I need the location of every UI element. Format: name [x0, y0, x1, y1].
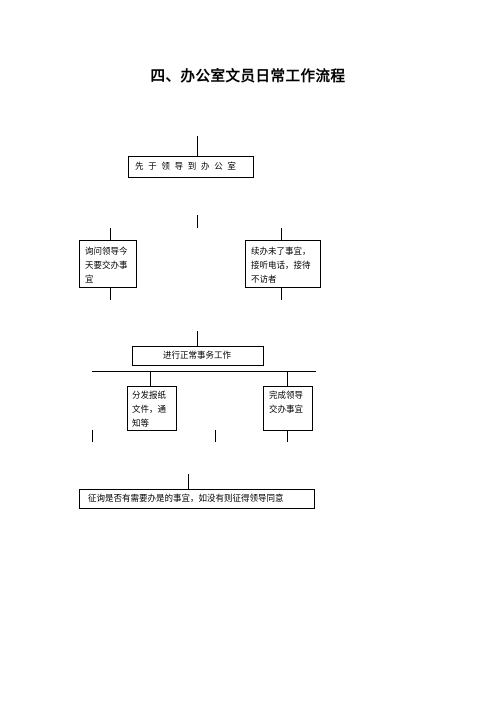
ask-leader-box: 询问领导今天要交办事宜	[79, 240, 137, 288]
complete-assigned-box: 完成领导交办事宜	[263, 386, 313, 431]
complete-assigned-label: 完成领导交办事宜	[269, 391, 304, 415]
connector-line	[92, 430, 93, 442]
connector-line	[287, 371, 288, 386]
connector-line	[281, 228, 282, 247]
connector-line	[150, 371, 151, 386]
connector-line	[92, 371, 316, 372]
connector-line	[215, 430, 216, 442]
page-title: 四、办公室文员日常工作流程	[150, 69, 346, 85]
final-label: 征询是否有需要办是的事宜，如没有则征得领导同意	[88, 494, 284, 504]
start-box: 先 于 领 导 到 办 公 室	[128, 156, 254, 178]
final-box: 征询是否有需要办是的事宜，如没有则征得领导同意	[79, 489, 315, 509]
routine-work-label: 进行正常事务工作	[163, 351, 232, 361]
distribute-label: 分发报纸文件，通知等	[132, 391, 167, 429]
connector-line	[197, 136, 198, 156]
connector-line	[287, 430, 288, 442]
connector-line	[197, 215, 198, 228]
continue-unfinished-label: 续办未了事宜，接听电话，接待不访者	[251, 247, 311, 285]
connector-line	[281, 288, 282, 300]
connector-line	[188, 474, 189, 489]
ask-leader-label: 询问领导今天要交办事宜	[85, 247, 128, 285]
routine-work-box: 进行正常事务工作	[132, 346, 264, 366]
connector-line	[110, 288, 111, 300]
connector-line	[197, 331, 198, 346]
start-label: 先 于 领 导 到 办 公 室	[135, 162, 237, 172]
connector-line	[110, 228, 111, 240]
continue-unfinished-box: 续办未了事宜，接听电话，接待不访者	[245, 240, 321, 288]
distribute-box: 分发报纸文件，通知等	[127, 386, 177, 431]
